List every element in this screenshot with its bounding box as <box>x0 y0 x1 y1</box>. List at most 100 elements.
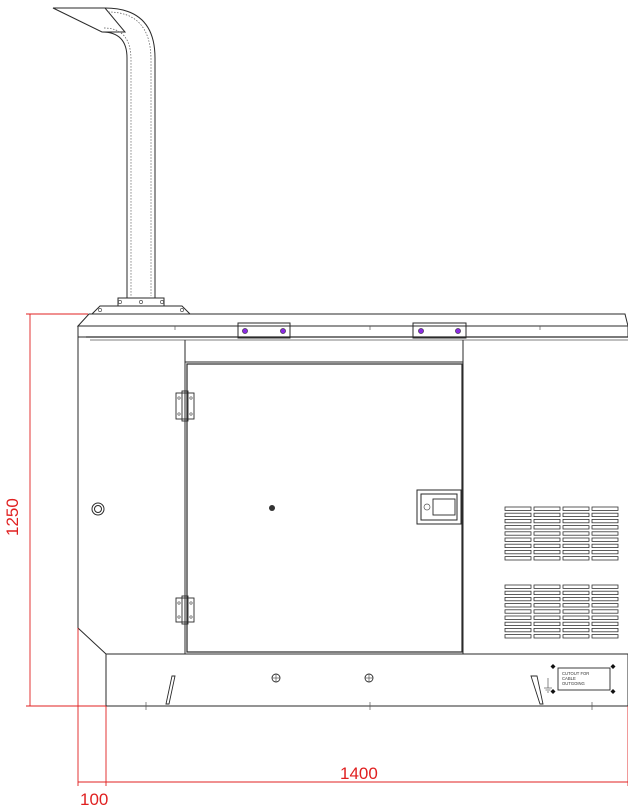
bolt-icon <box>242 328 248 334</box>
louvre-slot <box>562 628 590 633</box>
louvre-slot <box>504 525 532 530</box>
canopy-roof <box>76 313 628 341</box>
louvre-slot <box>504 590 532 596</box>
louvre-slot <box>533 506 561 511</box>
drain-plug-icon <box>364 673 374 683</box>
louvre-slot <box>591 519 619 524</box>
louvre-slot <box>562 543 590 549</box>
louvre-slot <box>504 543 532 549</box>
hinge-bottom <box>175 595 195 625</box>
louvre-slot <box>562 634 590 639</box>
louvre-slot <box>591 531 619 536</box>
louvre-slot <box>504 550 532 555</box>
door-lock-icon <box>416 489 462 525</box>
louvre-slot <box>562 584 590 589</box>
rivet-icon <box>610 689 616 694</box>
rivet-icon <box>550 664 556 669</box>
lifting-bracket-left <box>237 322 291 339</box>
canopy-left-edge <box>77 337 107 655</box>
louvre-slot <box>504 603 532 608</box>
louvre-slot <box>504 597 532 602</box>
louvre-slot <box>591 621 619 627</box>
base-frame: CUTOUT FOR CABLE OUTGOING <box>105 653 628 710</box>
dimension-width-label: 1400 <box>340 764 378 783</box>
louvre-slot <box>504 621 532 627</box>
louvre-slot <box>591 603 619 608</box>
slot-right <box>530 675 544 705</box>
louvre-slot <box>562 531 590 536</box>
center-bolt-icon <box>269 505 275 511</box>
louvre-slot <box>591 550 619 555</box>
louvre-slot <box>533 603 561 608</box>
louvre-slot <box>562 512 590 518</box>
rivet-icon <box>550 689 556 694</box>
louvre-slot <box>591 512 619 518</box>
cable-cutout-plate: CUTOUT FOR CABLE OUTGOING <box>550 664 616 694</box>
louvre-slot <box>533 590 561 596</box>
louvre-slot <box>562 597 590 602</box>
louvre-slot <box>504 512 532 518</box>
cutout-label-line3: OUTGOING <box>562 681 585 686</box>
louvre-slot <box>533 512 561 518</box>
pipe-inner <box>101 31 128 298</box>
louvre-slot <box>533 609 561 614</box>
louvre-slot <box>591 556 619 561</box>
louvre-slot <box>504 506 532 511</box>
louvre-slot <box>562 537 590 542</box>
base-tank <box>105 653 628 707</box>
louvre-slot <box>504 556 532 561</box>
louvre-slot <box>533 556 561 561</box>
dimension-height: 1250 <box>3 313 106 707</box>
louvre-slot <box>533 628 561 633</box>
dimension-offset-label: 100 <box>80 790 108 809</box>
louvre-slot <box>591 525 619 530</box>
louvre-slot <box>504 584 532 589</box>
earth-ground-icon <box>544 678 552 693</box>
cutout-label-line1: CUTOUT FOR <box>562 671 589 676</box>
louvre-slot <box>533 543 561 549</box>
slot-left <box>165 675 176 705</box>
pipe-outer <box>104 7 156 298</box>
louvre-slot <box>562 556 590 561</box>
canopy-body <box>77 337 619 655</box>
louvre-slot <box>504 537 532 542</box>
bolt-icon <box>455 328 461 334</box>
louvre-slot <box>533 550 561 555</box>
louvre-slot <box>591 590 619 596</box>
louvre-slot <box>562 550 590 555</box>
louvre-slot <box>591 615 619 620</box>
louvre-slot <box>591 543 619 549</box>
dimension-width: 1400 100 <box>77 628 628 809</box>
louvre-slot <box>591 537 619 542</box>
louvre-slot <box>562 609 590 614</box>
dimension-height-label: 1250 <box>3 498 22 536</box>
drain-plug-icon <box>271 673 281 683</box>
louvre-slot <box>533 634 561 639</box>
ventilation-louvres <box>504 506 619 639</box>
cutout-label-line2: CABLE <box>562 676 576 681</box>
louvre-slot <box>533 531 561 536</box>
louvre-slot <box>562 590 590 596</box>
louvre-slot <box>504 609 532 614</box>
fuel-cap-icon <box>91 502 105 516</box>
pipe-base <box>90 305 192 315</box>
rivet-icon <box>610 664 616 669</box>
hinge-top <box>175 390 195 422</box>
louvre-slot <box>504 519 532 524</box>
louvre-slot <box>591 584 619 589</box>
louvre-slot <box>533 525 561 530</box>
bolt-icon <box>418 328 424 334</box>
bolt-icon <box>280 328 286 334</box>
louvre-slot <box>562 603 590 608</box>
louvre-slot <box>533 584 561 589</box>
louvre-slot <box>562 506 590 511</box>
louvre-slot <box>504 628 532 633</box>
louvre-slot <box>504 634 532 639</box>
roof-top <box>76 313 628 327</box>
louvre-slot <box>533 621 561 627</box>
lifting-bracket-right <box>412 322 467 339</box>
louvre-slot <box>591 634 619 639</box>
louvre-slot <box>533 615 561 620</box>
